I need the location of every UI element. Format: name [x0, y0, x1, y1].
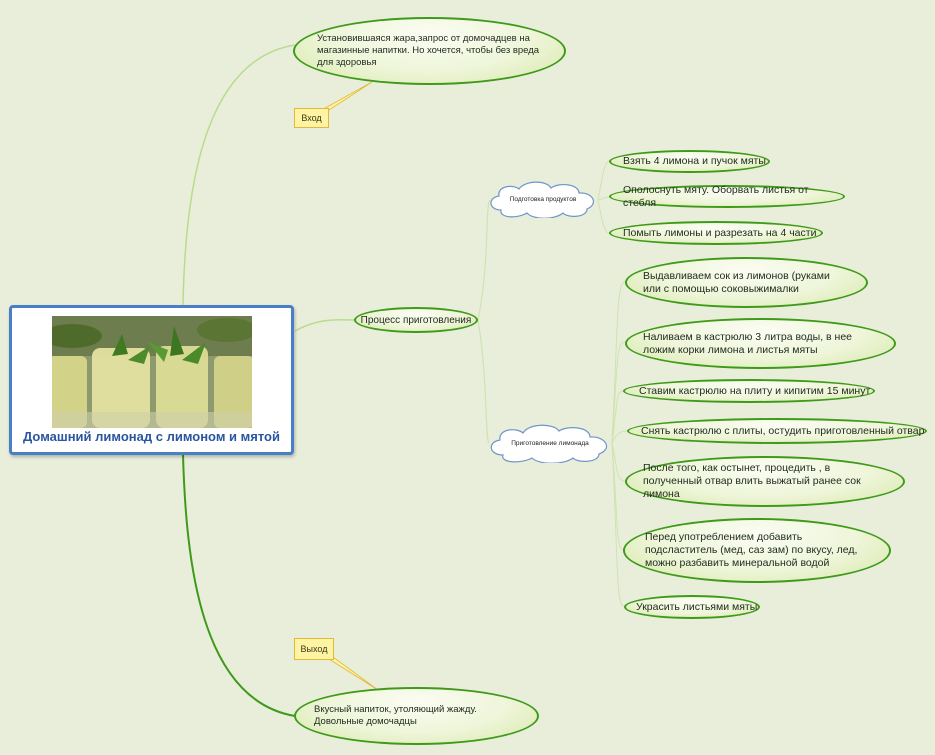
cook-step-3[interactable]: Ставим кастрюлю на плиту и кипитим 15 ми…	[623, 379, 875, 403]
prep-step-2-text: Ополоснуть мяту. Оборвать листья от стеб…	[623, 183, 809, 209]
preparation-label: Подготовка продуктов	[509, 195, 577, 203]
cooking-cloud[interactable]: Приготовление лимонада	[487, 423, 613, 464]
central-title: Домашний лимонад с лимоном и мятой	[23, 429, 280, 444]
lemonade-photo	[52, 316, 252, 428]
process-label: Процесс приготовления	[360, 314, 472, 326]
output-tag[interactable]: Выход	[294, 638, 334, 660]
output-text: Вкусный напиток, утоляющий жажду. Доволь…	[314, 704, 477, 727]
input-tag[interactable]: Вход	[294, 108, 329, 128]
output-tag-label: Выход	[300, 644, 328, 654]
prep-step-3[interactable]: Помыть лимоны и разрезать на 4 части	[609, 221, 823, 245]
cook-step-7[interactable]: Украсить листьями мяты	[624, 595, 760, 619]
cook-step-1[interactable]: Выдавливаем сок из лимонов (руками или с…	[625, 257, 868, 308]
cloud-shape	[490, 424, 608, 464]
cook-step-7-text: Украсить листьями мяты	[636, 600, 758, 613]
cook-step-3-text: Ставим кастрюлю на плиту и кипитим 15 ми…	[639, 384, 871, 397]
input-node[interactable]: Установившаяся жара,запрос от домочадцев…	[293, 17, 566, 85]
cook-step-4-text: Снять кастрюлю с плиты, остудить пригото…	[641, 424, 925, 437]
cook-step-4[interactable]: Снять кастрюлю с плиты, остудить пригото…	[627, 418, 927, 444]
prep-step-1[interactable]: Взять 4 лимона и пучок мяты	[609, 150, 770, 173]
output-node[interactable]: Вкусный напиток, утоляющий жажду. Доволь…	[294, 687, 539, 745]
prep-step-2[interactable]: Ополоснуть мяту. Оборвать листья от стеб…	[609, 183, 845, 209]
cook-step-5-text: После того, как остынет, процедить , в п…	[643, 462, 861, 500]
cook-step-5[interactable]: После того, как остынет, процедить , в п…	[625, 456, 905, 507]
input-tag-label: Вход	[301, 113, 322, 123]
central-topic[interactable]: Домашний лимонад с лимоном и мятой	[9, 305, 294, 455]
cook-step-6-text: Перед употреблением добавить подсластите…	[645, 531, 858, 569]
preparation-cloud[interactable]: Подготовка продуктов	[487, 180, 599, 219]
cooking-label: Приготовление лимонада	[511, 439, 589, 447]
input-text: Установившаяся жара,запрос от домочадцев…	[317, 33, 540, 68]
cook-step-2[interactable]: Наливаем в кастрюлю 3 литра воды, в нее …	[625, 318, 896, 369]
cook-step-6[interactable]: Перед употреблением добавить подсластите…	[623, 518, 891, 583]
cook-step-1-text: Выдавливаем сок из лимонов (руками или с…	[643, 269, 830, 295]
cook-step-2-text: Наливаем в кастрюлю 3 литра воды, в нее …	[643, 330, 853, 356]
process-node[interactable]: Процесс приготовления	[354, 307, 478, 333]
cloud-shape	[490, 181, 595, 219]
prep-step-3-text: Помыть лимоны и разрезать на 4 части	[623, 226, 817, 239]
prep-step-1-text: Взять 4 лимона и пучок мяты	[623, 155, 766, 167]
